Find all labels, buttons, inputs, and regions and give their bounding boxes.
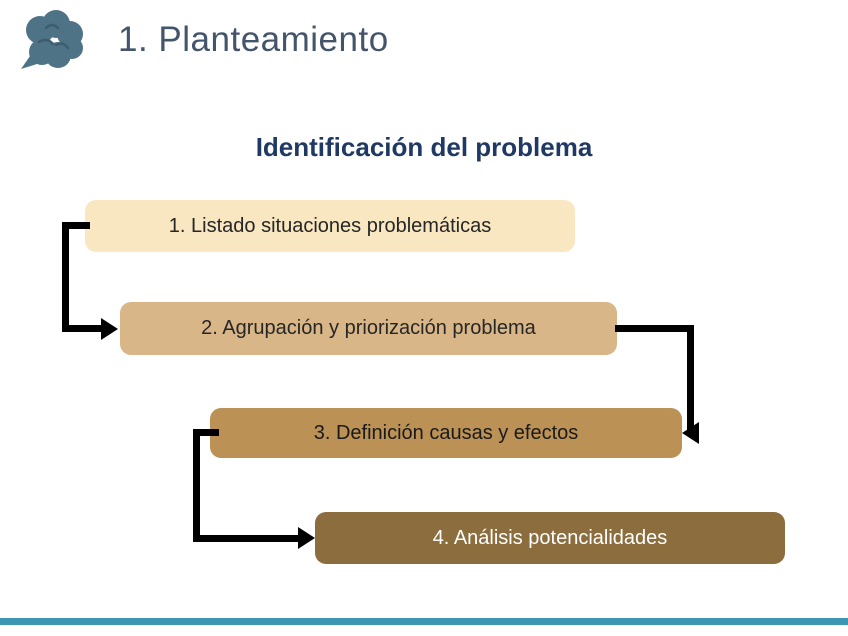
arrow-segment xyxy=(615,325,694,332)
step-label-2: 2. Agrupación y priorización problema xyxy=(201,317,536,339)
brain-icon xyxy=(21,10,83,69)
step-label-4: 4. Análisis potencialidades xyxy=(432,526,668,549)
section-subtitle: Identificación del problema xyxy=(255,132,593,162)
page-title: 1. Planteamiento xyxy=(118,20,389,59)
step-label-1: 1. Listado situaciones problemáticas xyxy=(168,214,492,237)
arrow-segment xyxy=(62,325,104,332)
step-box-2: 2. Agrupación y priorización problema xyxy=(120,302,617,355)
arrow-segment xyxy=(62,222,90,229)
arrow-segment xyxy=(193,429,200,542)
step-box-3: 3. Definición causas y efectos xyxy=(210,408,682,458)
arrow-segment xyxy=(193,429,219,436)
step-label-3: 3. Definición causas y efectos xyxy=(313,421,579,444)
arrow-segment xyxy=(193,535,299,542)
arrow-segment xyxy=(62,222,69,332)
step-box-1: 1. Listado situaciones problemáticas xyxy=(85,200,575,252)
arrow-segment xyxy=(687,325,694,430)
arrowhead-right-icon xyxy=(101,318,118,340)
step-box-4: 4. Análisis potencialidades xyxy=(315,512,785,564)
arrowhead-right-icon xyxy=(298,527,315,549)
footer-accent-bar xyxy=(0,618,848,625)
arrowhead-left-icon xyxy=(682,422,699,444)
